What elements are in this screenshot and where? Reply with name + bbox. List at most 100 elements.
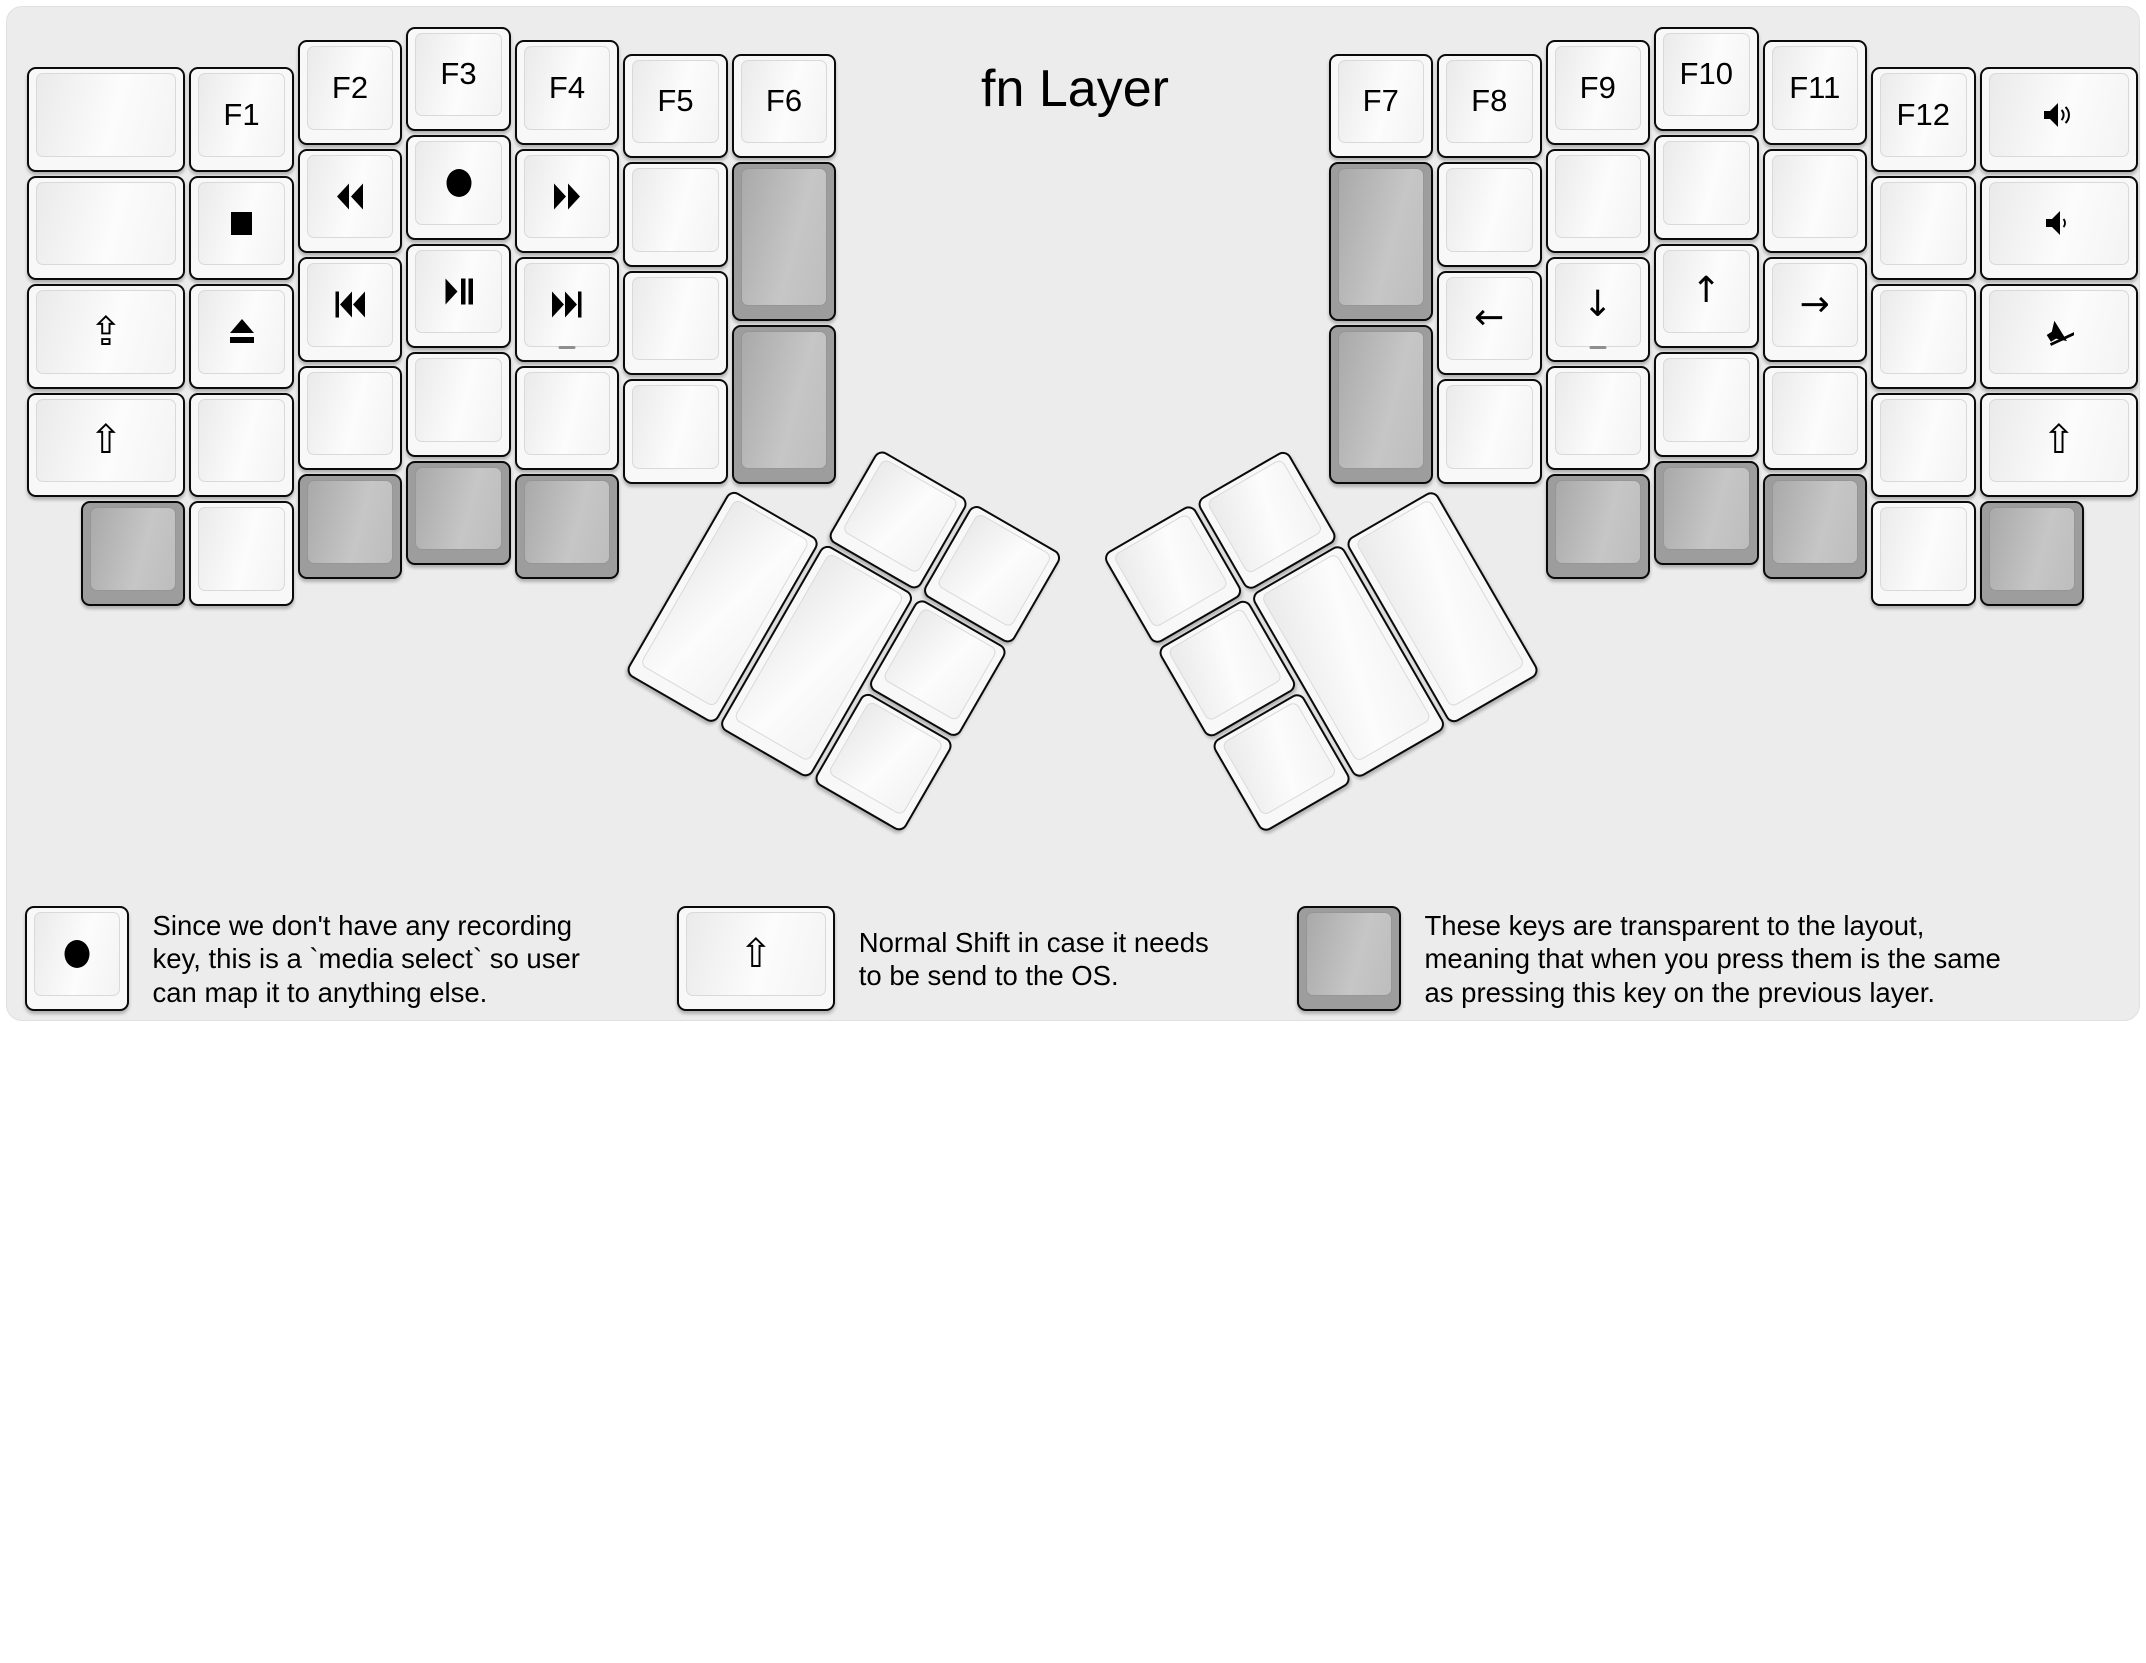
key-label: F12	[1896, 96, 1950, 132]
keycap-top	[1446, 385, 1533, 469]
key-transparent[interactable]	[80, 501, 186, 606]
keycap-top	[198, 290, 285, 374]
key-shift: ⇧	[676, 906, 836, 1011]
key-f2[interactable]: F2	[297, 40, 403, 145]
key-blank[interactable]	[1871, 392, 1976, 498]
key-f9[interactable]: F9	[1545, 40, 1650, 145]
key-transparent[interactable]	[1328, 162, 1433, 321]
key-record[interactable]	[406, 135, 511, 240]
key-blank[interactable]	[623, 379, 728, 484]
key-label: F2	[331, 69, 369, 105]
legend-block-3: These keys are transparent to the layout…	[1295, 904, 2001, 1014]
key-transparent[interactable]	[1328, 324, 1433, 484]
key-f3[interactable]: F3	[406, 26, 511, 131]
key-blank[interactable]	[1545, 148, 1650, 254]
keycap-top	[1554, 480, 1641, 564]
key-blank[interactable]	[297, 365, 403, 471]
keycap-top	[1880, 398, 1967, 483]
key-volume-down[interactable]	[1979, 175, 2139, 281]
keycap-top	[1663, 466, 1750, 550]
key-play-pause[interactable]	[406, 243, 511, 348]
key-transparent[interactable]	[1545, 474, 1650, 579]
key-f10[interactable]: F10	[1654, 26, 1759, 131]
key-blank[interactable]	[1871, 284, 1976, 389]
keycap-top	[1988, 507, 2075, 591]
record-icon	[445, 168, 473, 198]
key-blank[interactable]	[1437, 162, 1542, 267]
key-f8[interactable]: F8	[1437, 53, 1542, 159]
key-eject[interactable]	[189, 284, 294, 389]
keycap-top	[1988, 181, 2130, 266]
keycap-top	[1663, 141, 1750, 225]
keycap-top: ⇧	[1988, 398, 2130, 483]
key-mute[interactable]	[1979, 284, 2139, 389]
key-transparent[interactable]	[731, 162, 837, 321]
key-caps-shift[interactable]: ⇪	[26, 284, 186, 389]
key-shift[interactable]: ⇧	[1979, 392, 2139, 498]
key-blank[interactable]	[1654, 352, 1759, 457]
stop-icon	[228, 210, 255, 237]
key-fast-forward[interactable]	[514, 148, 620, 254]
legend-description: These keys are transparent to the layout…	[1424, 909, 2001, 1008]
key-transparent[interactable]	[1762, 474, 1867, 579]
key-blank[interactable]	[1437, 379, 1542, 484]
key-blank[interactable]	[26, 67, 186, 172]
key-f7[interactable]: F7	[1328, 53, 1433, 159]
keycap-top	[306, 480, 394, 564]
key-f5[interactable]: F5	[623, 53, 728, 159]
key-blank[interactable]	[1762, 365, 1867, 471]
key-transparent[interactable]	[406, 460, 511, 565]
key-arrow-left[interactable]: ←	[1437, 270, 1542, 376]
key-transparent[interactable]	[1654, 460, 1759, 565]
key-next-track[interactable]	[514, 257, 620, 362]
key-blank[interactable]	[1871, 501, 1976, 606]
key-blank[interactable]	[189, 392, 294, 498]
keycap-top: F11	[1771, 46, 1858, 130]
key-transparent[interactable]	[1979, 501, 2084, 606]
keycap-top	[306, 154, 394, 239]
fast-forward-icon	[552, 183, 582, 210]
key-rewind[interactable]	[297, 148, 403, 254]
key-blank[interactable]	[623, 162, 728, 267]
key-f1[interactable]: F1	[189, 67, 294, 172]
key-blank[interactable]	[1762, 148, 1867, 254]
keycap-top: F4	[523, 46, 611, 130]
underscore-sublegend	[558, 345, 576, 349]
key-blank[interactable]	[514, 365, 620, 471]
keycap-top	[1771, 371, 1858, 456]
key-transparent[interactable]	[297, 474, 403, 579]
key-blank[interactable]	[1871, 175, 1976, 281]
keycap-top	[1337, 330, 1424, 469]
keycap-top	[740, 168, 828, 306]
key-blank[interactable]	[406, 352, 511, 457]
key-blank[interactable]	[1545, 365, 1650, 471]
keycap-top	[415, 249, 502, 333]
caps-shift-icon: ⇪	[89, 308, 123, 355]
key-shift[interactable]: ⇧	[26, 392, 186, 498]
keycap-top: F5	[632, 59, 719, 144]
record-icon	[63, 939, 91, 969]
key-transparent[interactable]	[514, 474, 620, 579]
key-arrow-up[interactable]: ↑	[1654, 243, 1759, 348]
keycap-top	[1446, 168, 1533, 252]
key-transparent[interactable]	[731, 324, 837, 484]
key-stop[interactable]	[189, 175, 294, 281]
key-prev-track[interactable]	[297, 257, 403, 362]
keycap-top	[415, 358, 502, 442]
next-track-icon	[551, 291, 583, 318]
key-volume-up[interactable]	[1979, 67, 2139, 172]
key-blank[interactable]	[623, 270, 728, 376]
key-arrow-right[interactable]: →	[1762, 257, 1867, 362]
key-blank[interactable]	[26, 175, 186, 281]
key-blank[interactable]	[189, 501, 294, 606]
key-f6[interactable]: F6	[731, 53, 837, 159]
key-f4[interactable]: F4	[514, 40, 620, 145]
key-arrow-down[interactable]: ↓	[1545, 257, 1650, 362]
keycap-top	[523, 154, 611, 239]
key-f12[interactable]: F12	[1871, 67, 1976, 172]
key-blank[interactable]	[1654, 135, 1759, 240]
keycap-top: F12	[1880, 73, 1967, 157]
key-f11[interactable]: F11	[1762, 40, 1867, 145]
